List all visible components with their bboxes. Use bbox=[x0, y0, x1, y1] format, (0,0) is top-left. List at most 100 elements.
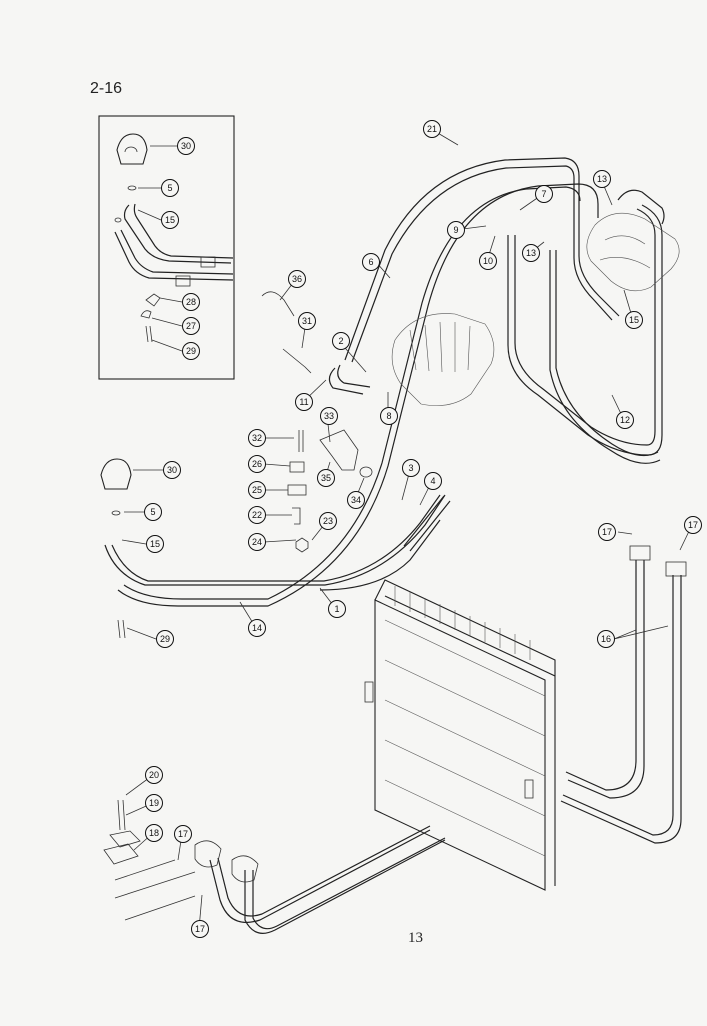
callout-14: 14 bbox=[248, 619, 266, 637]
callout-15: 15 bbox=[625, 311, 643, 329]
callout-27: 27 bbox=[182, 317, 200, 335]
callout-circle bbox=[163, 461, 181, 479]
callout-17: 17 bbox=[191, 920, 209, 938]
callout-number: 16 bbox=[601, 634, 611, 644]
callout-30: 30 bbox=[163, 461, 181, 479]
callout-6: 6 bbox=[362, 253, 380, 271]
callout-number: 28 bbox=[186, 297, 196, 307]
callout-circle bbox=[625, 311, 643, 329]
callout-17: 17 bbox=[598, 523, 616, 541]
callout-circle bbox=[177, 137, 195, 155]
callout-number: 15 bbox=[629, 315, 639, 325]
callout-circle bbox=[447, 221, 465, 239]
callout-circle bbox=[362, 253, 380, 271]
callout-34: 34 bbox=[347, 491, 365, 509]
section-label: 2-16 bbox=[90, 80, 123, 97]
callout-circle bbox=[248, 455, 266, 473]
callout-circle bbox=[479, 252, 497, 270]
callout-number: 29 bbox=[160, 634, 170, 644]
callout-15: 15 bbox=[161, 211, 179, 229]
callout-19: 19 bbox=[145, 794, 163, 812]
callout-circle bbox=[145, 824, 163, 842]
callout-circle bbox=[156, 630, 174, 648]
callout-number: 21 bbox=[427, 124, 437, 134]
callout-circle bbox=[248, 506, 266, 524]
callout-number: 7 bbox=[541, 189, 546, 199]
callout-31: 31 bbox=[298, 312, 316, 330]
callout-13: 13 bbox=[593, 170, 611, 188]
callout-number: 13 bbox=[526, 248, 536, 258]
callout-number: 35 bbox=[321, 473, 331, 483]
callout-29: 29 bbox=[182, 342, 200, 360]
callout-circle bbox=[684, 516, 702, 534]
callout-number: 27 bbox=[186, 321, 196, 331]
callout-4: 4 bbox=[424, 472, 442, 490]
callout-17: 17 bbox=[174, 825, 192, 843]
callout-number: 25 bbox=[252, 485, 262, 495]
callout-circle bbox=[402, 459, 420, 477]
callout-7: 7 bbox=[535, 185, 553, 203]
callout-25: 25 bbox=[248, 481, 266, 499]
callout-number: 5 bbox=[150, 507, 155, 517]
callout-circle bbox=[332, 332, 350, 350]
callout-26: 26 bbox=[248, 455, 266, 473]
callout-circle bbox=[248, 481, 266, 499]
callout-number: 17 bbox=[195, 924, 205, 934]
callout-number: 14 bbox=[252, 623, 262, 633]
callout-circle bbox=[288, 270, 306, 288]
callout-number: 2 bbox=[338, 336, 343, 346]
callout-circle bbox=[535, 185, 553, 203]
callout-9: 9 bbox=[447, 221, 465, 239]
callout-number: 29 bbox=[186, 346, 196, 356]
callout-circle bbox=[145, 794, 163, 812]
callout-number: 26 bbox=[252, 459, 262, 469]
callout-number: 30 bbox=[181, 141, 191, 151]
callout-24: 24 bbox=[248, 533, 266, 551]
callout-1: 1 bbox=[328, 600, 346, 618]
inset-detail-box bbox=[98, 115, 235, 380]
callout-number: 13 bbox=[597, 174, 607, 184]
vertical-hoses bbox=[560, 545, 687, 844]
callout-3: 3 bbox=[402, 459, 420, 477]
bottom-hoses bbox=[194, 825, 446, 934]
callout-circle bbox=[380, 407, 398, 425]
callout-number: 1 bbox=[334, 604, 339, 614]
callout-5: 5 bbox=[144, 503, 162, 521]
callout-circle bbox=[319, 512, 337, 530]
callout-number: 15 bbox=[165, 215, 175, 225]
callout-circle bbox=[146, 535, 164, 553]
callout-circle bbox=[295, 393, 313, 411]
callout-36: 36 bbox=[288, 270, 306, 288]
callout-circle bbox=[616, 411, 634, 429]
callout-30: 30 bbox=[177, 137, 195, 155]
callout-number: 18 bbox=[149, 828, 159, 838]
main-hoses bbox=[104, 157, 663, 607]
callout-20: 20 bbox=[145, 766, 163, 784]
callout-number: 11 bbox=[299, 397, 308, 407]
callout-number: 33 bbox=[324, 411, 334, 421]
callout-number: 31 bbox=[302, 316, 312, 326]
callout-group: 3051528272930515293631262171391013151281… bbox=[144, 120, 702, 938]
callout-number: 17 bbox=[688, 520, 698, 530]
inset-fittings bbox=[114, 133, 234, 343]
callout-29: 29 bbox=[156, 630, 174, 648]
callout-circle bbox=[248, 533, 266, 551]
callout-number: 5 bbox=[167, 183, 172, 193]
callout-2: 2 bbox=[332, 332, 350, 350]
callout-number: 17 bbox=[178, 829, 188, 839]
callout-number: 30 bbox=[167, 465, 177, 475]
callout-circle bbox=[522, 244, 540, 262]
callout-10: 10 bbox=[479, 252, 497, 270]
callout-circle bbox=[248, 619, 266, 637]
callout-number: 36 bbox=[292, 274, 302, 284]
callout-16: 16 bbox=[597, 630, 615, 648]
callout-number: 12 bbox=[620, 415, 630, 425]
compressor-sketch bbox=[391, 313, 495, 406]
callout-11: 11 bbox=[295, 393, 313, 411]
callout-8: 8 bbox=[380, 407, 398, 425]
callout-number: 9 bbox=[453, 225, 458, 235]
callout-number: 6 bbox=[368, 257, 373, 267]
callout-circle bbox=[191, 920, 209, 938]
callout-circle bbox=[145, 766, 163, 784]
